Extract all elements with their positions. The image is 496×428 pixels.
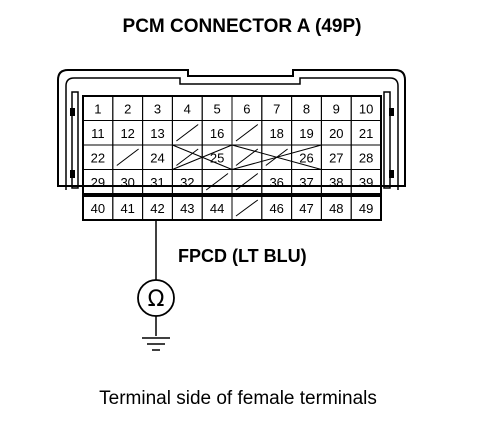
unused-terminal-slash <box>176 148 199 166</box>
terminal-label: 6 <box>243 101 250 116</box>
terminal-label: 8 <box>303 101 310 116</box>
terminal-label: 13 <box>150 126 164 141</box>
left-lock-notch-bottom <box>70 170 75 178</box>
terminal-label: 4 <box>184 101 191 116</box>
terminal-label: 27 <box>329 150 343 165</box>
right-lock-notch-top <box>389 108 394 116</box>
right-lock-tab <box>383 91 391 189</box>
connector-housing-inner <box>65 77 399 190</box>
terminal-label: 28 <box>359 150 373 165</box>
blocked-cavity-mark <box>172 144 233 170</box>
terminal-label: 41 <box>120 201 134 216</box>
terminal-label: 32 <box>180 175 194 190</box>
ohm-symbol: Ω <box>148 287 165 312</box>
connector-housing-outer <box>57 69 406 187</box>
terminal-label: 20 <box>329 126 343 141</box>
unused-terminal-slash <box>176 124 199 142</box>
terminal-label: 1 <box>94 101 101 116</box>
unused-terminal-slash <box>235 148 259 166</box>
terminal-label: 44 <box>210 201 224 216</box>
terminal-label: 31 <box>150 175 164 190</box>
right-lock-notch-bottom <box>389 170 394 178</box>
terminal-label: 30 <box>120 175 134 190</box>
unused-terminal-slash <box>205 173 229 191</box>
terminal-label: 49 <box>359 201 373 216</box>
terminal-label: 47 <box>299 201 313 216</box>
unused-terminal-slash <box>116 148 139 166</box>
terminal-label: 21 <box>359 126 373 141</box>
terminal-label: 10 <box>359 101 373 116</box>
terminal-label: 22 <box>91 150 105 165</box>
terminal-label: 5 <box>213 101 220 116</box>
terminal-label: 36 <box>269 175 283 190</box>
terminal-label: 11 <box>91 126 105 141</box>
terminal-label: 43 <box>180 201 194 216</box>
left-lock-tab <box>71 91 79 189</box>
terminal-label: 40 <box>91 201 105 216</box>
terminal-label: 12 <box>120 126 134 141</box>
unused-terminal-slash <box>235 124 259 142</box>
terminal-label: 18 <box>269 126 283 141</box>
terminal-label: 16 <box>210 126 224 141</box>
diagram-caption: Terminal side of female terminals <box>99 388 377 409</box>
terminal-label: 9 <box>333 101 340 116</box>
terminal-cell-49 <box>350 195 382 221</box>
terminal-label: 29 <box>91 175 105 190</box>
terminal-cell-39 <box>350 169 382 195</box>
terminal-label: 39 <box>359 175 373 190</box>
wire-label: FPCD (LT BLU) <box>178 246 307 266</box>
terminal-label: 3 <box>154 101 161 116</box>
blocked-cavity-mark <box>231 144 322 170</box>
terminal-label: 42 <box>150 201 164 216</box>
diagram-title: PCM CONNECTOR A (49P) <box>123 16 362 37</box>
terminal-label: 7 <box>273 101 280 116</box>
terminal-label: 37 <box>299 175 313 190</box>
ground-icon <box>142 337 170 351</box>
terminal-label: 24 <box>150 150 164 165</box>
terminal-label: 19 <box>299 126 313 141</box>
terminal-label: 2 <box>124 101 131 116</box>
unused-terminal-slash <box>235 173 259 191</box>
terminal-label: 48 <box>329 201 343 216</box>
terminal-label: 26 <box>299 150 313 165</box>
unused-terminal-slash <box>235 199 259 217</box>
terminal-label: 46 <box>269 201 283 216</box>
left-lock-notch-top <box>70 108 75 116</box>
terminal-label: 38 <box>329 175 343 190</box>
